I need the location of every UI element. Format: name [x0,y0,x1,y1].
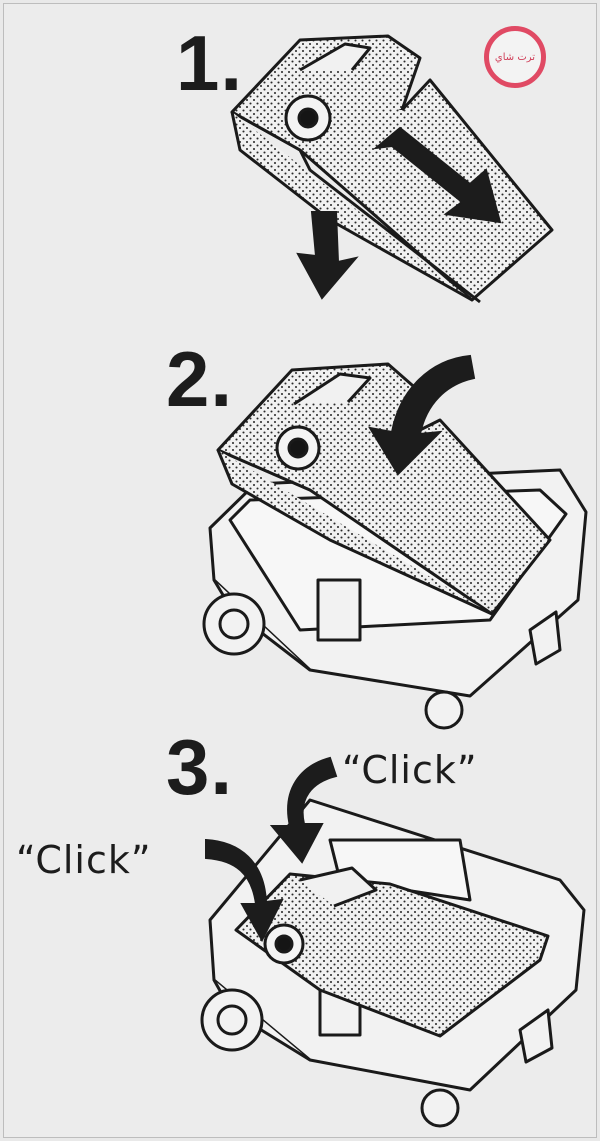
step-1-number: 1. [176,19,244,107]
step1-right-arrow [372,126,502,224]
step1-dust-bag [230,34,554,304]
watermark-logo: ترت شاي [484,26,546,88]
step3-click-arrow-left [205,838,284,943]
click-label-right: “Click” [342,748,478,792]
step3-click-arrow-top [269,756,338,864]
step2-curved-arrow [367,354,476,476]
step3-installed-bag [234,866,550,1038]
step1-down-arrow [296,211,359,300]
step-2-number: 2. [166,335,234,423]
click-label-left: “Click” [16,838,152,882]
step-3-number: 3. [166,723,234,811]
step2-dust-bag [216,362,552,616]
logo-text: ترت شاي [494,51,536,63]
